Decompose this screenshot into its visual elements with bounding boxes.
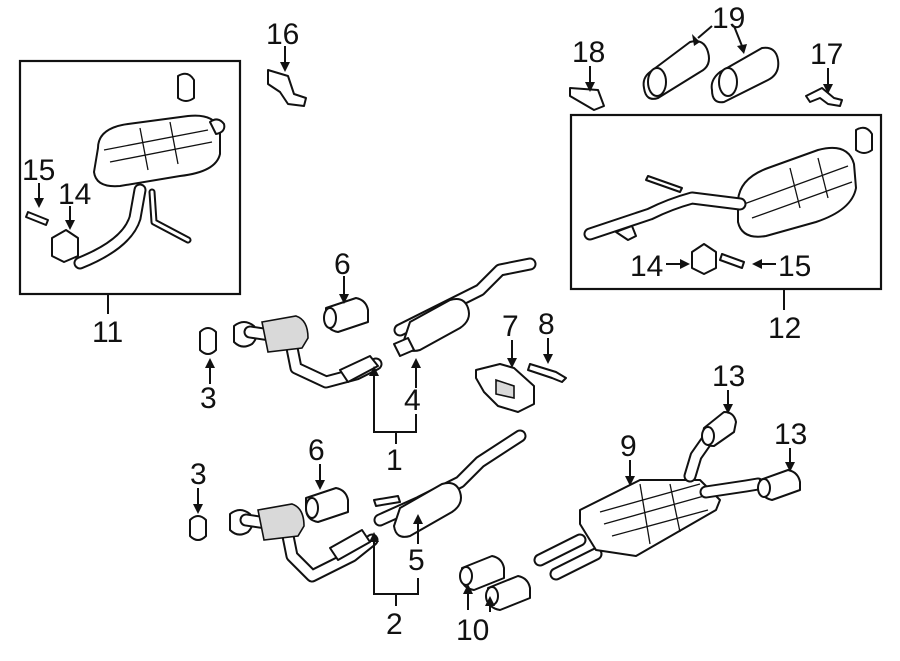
callout-4: 4 [404, 384, 421, 417]
callout-16: 16 [266, 18, 299, 51]
callout-14-right: 14 [630, 250, 663, 283]
hanger-strap-8 [527, 363, 567, 383]
center-muffler-9 [579, 479, 721, 557]
gasket-3-upper [199, 327, 217, 355]
rubber-hanger-top-right [855, 126, 873, 154]
callout-10: 10 [456, 614, 489, 647]
callout-14-left: 14 [58, 178, 91, 211]
callout-11: 11 [92, 316, 123, 349]
hanger-pin-left [25, 211, 49, 226]
rear-muffler-right-box [569, 113, 883, 291]
hanger-bracket-16 [267, 69, 307, 107]
catalytic-converter-upper [261, 315, 309, 353]
resonator-4 [403, 298, 470, 352]
rear-muffler-left-group: 15 14 11 [18, 59, 242, 349]
hanger-pin-right [719, 253, 745, 269]
rubber-insulator-right [691, 243, 717, 275]
callout-15-right: 15 [778, 250, 811, 283]
front-pipe-upper-group: 3 6 4 1 [199, 248, 537, 477]
callout-15-left: 15 [22, 154, 55, 187]
rubber-hanger-top-left [177, 72, 195, 102]
bracket-16-group: 16 [266, 18, 307, 107]
bracket-17 [805, 87, 843, 107]
clamps-10: 10 [456, 555, 531, 647]
callout-8: 8 [538, 308, 555, 341]
callout-12: 12 [768, 312, 801, 345]
front-pipe-lower-group: 3 6 5 2 [189, 429, 527, 641]
callout-7: 7 [502, 310, 519, 343]
callout-6-lower: 6 [308, 434, 325, 467]
callout-3-upper: 3 [200, 382, 217, 415]
callout-18: 18 [572, 36, 605, 69]
callout-6-upper: 6 [334, 248, 351, 281]
clamps-13: 13 13 [701, 360, 807, 501]
rear-muffler-right [737, 146, 857, 238]
top-right-parts: 18 19 17 [569, 2, 843, 111]
callout-17: 17 [810, 38, 843, 71]
callout-3-lower: 3 [190, 458, 207, 491]
callout-1: 1 [386, 444, 403, 477]
callout-2: 2 [386, 608, 403, 641]
catalytic-converter-lower [257, 503, 305, 541]
center-muffler-group: 9 [533, 429, 765, 581]
callout-13-upper: 13 [712, 360, 745, 393]
gasket-3-lower [189, 515, 207, 541]
hangers-7-8: 7 8 [475, 308, 567, 413]
callout-19: 19 [712, 2, 745, 35]
rear-muffler-left-box [18, 59, 242, 296]
rear-muffler-right-group: 14 15 12 [569, 113, 883, 345]
callout-5: 5 [408, 544, 425, 577]
rubber-insulator-left [51, 229, 79, 263]
bracket-18 [569, 87, 605, 111]
callout-9: 9 [620, 430, 637, 463]
callout-13-lower: 13 [774, 418, 807, 451]
resonator-5 [393, 482, 462, 538]
rear-muffler-left [93, 114, 221, 188]
